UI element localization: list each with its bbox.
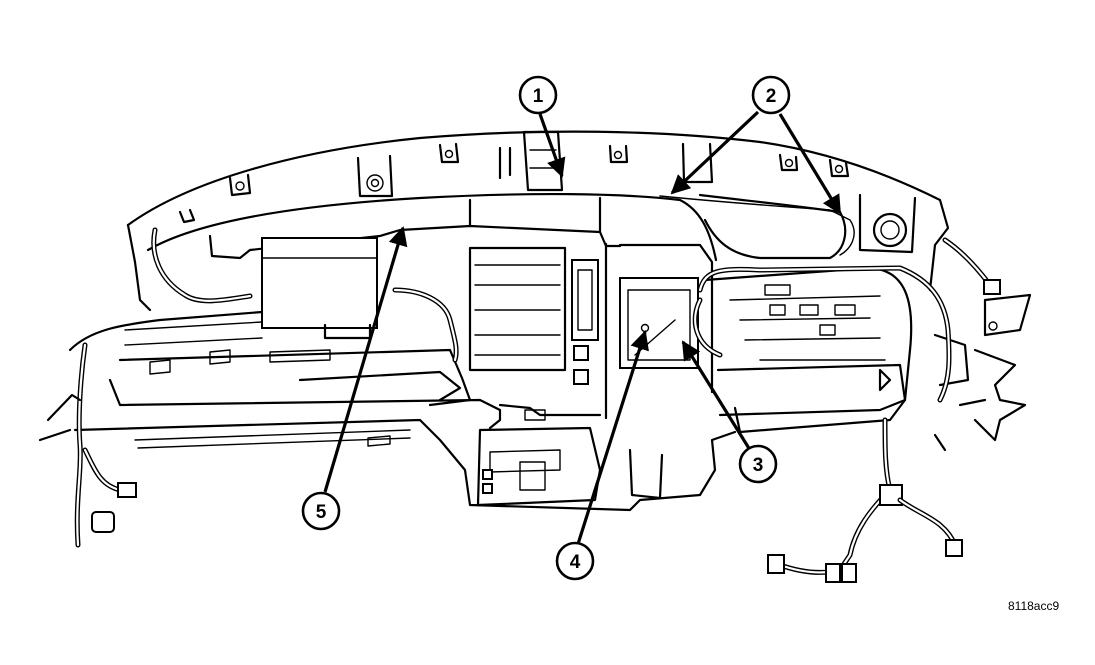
leader-1: [538, 113, 566, 178]
leader-2a: [670, 110, 760, 195]
callout-2-number: 2: [766, 86, 777, 107]
callout-5-number: 5: [316, 502, 327, 523]
center-stack: [468, 242, 714, 420]
callout-4-number: 4: [570, 552, 581, 573]
left-module: [68, 237, 502, 430]
lower-panel: [73, 403, 737, 512]
figure-id: 8118acc9: [1008, 599, 1060, 613]
callout-5: 5: [301, 491, 341, 531]
wiring-harness: [38, 227, 1001, 583]
passenger-airbag-housing: [698, 193, 1032, 442]
callout-1: 1: [518, 75, 558, 115]
callout-4: 4: [555, 541, 595, 581]
dash-top-cover: [126, 130, 950, 312]
leader-4: [576, 330, 649, 545]
leader-2b: [778, 113, 842, 215]
callout-leaders: [323, 110, 842, 545]
callout-3-number: 3: [753, 455, 764, 476]
callout-1-number: 1: [533, 86, 544, 107]
leader-5: [323, 226, 408, 493]
cross-car-beam: [146, 192, 855, 262]
callout-3: 3: [738, 444, 778, 484]
leader-3: [681, 340, 752, 451]
callout-2: 2: [751, 75, 791, 115]
